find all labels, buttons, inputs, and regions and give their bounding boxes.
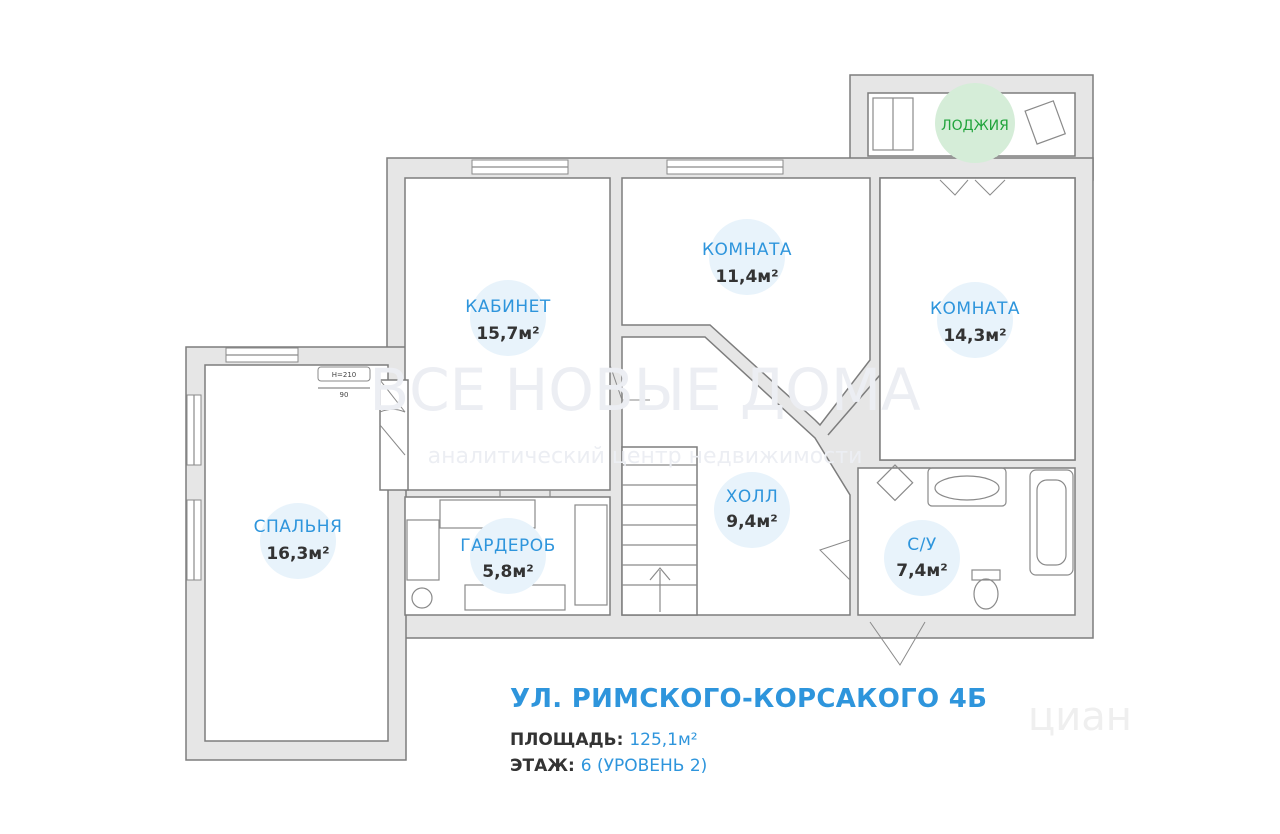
- room-area-hall: 9,4м²: [726, 512, 777, 532]
- loggia-fixtures: [872, 97, 1067, 151]
- floor-label: ЭТАЖ:: [510, 756, 575, 776]
- room-area-bedroom: 16,3м²: [266, 544, 329, 564]
- room-floors: [204, 92, 1076, 742]
- room-name-loggia: ЛОДЖИЯ: [941, 118, 1009, 134]
- room-name-room2: КОМНАТА: [930, 299, 1020, 319]
- room-name-room1: КОМНАТА: [702, 240, 792, 260]
- area-info: ПЛОЩАДЬ: 125,1м²: [510, 730, 698, 750]
- room-name-wardrobe: ГАРДЕРОБ: [460, 536, 556, 556]
- room-area-room1: 11,4м²: [715, 267, 778, 287]
- watermark: ВСЕ НОВЫЕ ДОМА аналитический центр недви…: [369, 356, 1132, 740]
- watermark-subtitle: аналитический центр недвижимости: [428, 444, 863, 469]
- stairs: [621, 446, 698, 616]
- address-title: УЛ. РИМСКОГО-КОРСАКОГО 4Б: [510, 684, 988, 714]
- room-labels: ЛОДЖИЯ КАБИНЕТ 15,7м² КОМНАТА 11,4м² КОМ…: [254, 83, 1020, 596]
- room-area-room2: 14,3м²: [943, 326, 1006, 346]
- room-name-bedroom: СПАЛЬНЯ: [254, 517, 343, 537]
- room1-floor: [621, 177, 871, 427]
- room-area-office: 15,7м²: [476, 324, 539, 344]
- room-name-bathroom: С/У: [907, 535, 937, 555]
- watermark-title: ВСЕ НОВЫЕ ДОМА: [369, 356, 921, 424]
- bathroom-fixtures: [876, 464, 1074, 610]
- watermark-brand: циан: [1028, 694, 1132, 740]
- floor-info: ЭТАЖ: 6 (УРОВЕНЬ 2): [510, 756, 707, 776]
- room-name-office: КАБИНЕТ: [465, 297, 551, 317]
- floor-value: 6 (УРОВЕНЬ 2): [580, 756, 708, 776]
- room-area-bathroom: 7,4м²: [896, 561, 947, 581]
- room-area-wardrobe: 5,8м²: [482, 562, 533, 582]
- window-height-label: H=210: [332, 371, 357, 379]
- room-name-hall: ХОЛЛ: [726, 487, 779, 507]
- window-width-label: 90: [340, 391, 349, 399]
- doors: [379, 179, 1006, 666]
- area-value: 125,1м²: [629, 730, 698, 750]
- area-label: ПЛОЩАДЬ:: [510, 730, 624, 750]
- windows: [186, 159, 784, 581]
